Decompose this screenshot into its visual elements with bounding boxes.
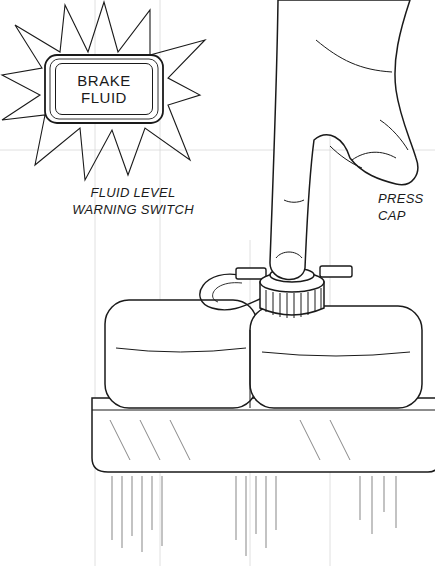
reservoir-chamber: [250, 306, 422, 408]
chamber-edge: [116, 348, 246, 352]
reservoir-chamber: [105, 300, 257, 408]
cap-tab: [320, 266, 352, 277]
lamp-text: BRAKE FLUID: [71, 72, 137, 106]
lamp-bezel-inner: [50, 59, 158, 119]
part-label: FLUID LEVEL WARNING SWITCH: [58, 184, 208, 218]
warning-lamp: BRAKE FLUID: [55, 63, 153, 115]
lamp-bezel: [45, 55, 163, 123]
cap-knurling: [266, 288, 321, 318]
finger-crease: [284, 200, 304, 202]
chamber-edge: [262, 352, 410, 356]
tether-strap: [213, 283, 242, 302]
reservoir-flange: [92, 398, 435, 472]
hand-shading: [316, 40, 392, 72]
part-label: PRESS CAP: [378, 190, 434, 224]
pressing-hand: [270, 0, 418, 279]
guide-line: [250, 240, 251, 566]
flange-edge: [92, 410, 435, 411]
finger-nail: [276, 252, 302, 258]
knuckle-line: [352, 152, 396, 160]
glow-burst: [2, 2, 205, 180]
shadow-hatching: [112, 476, 396, 556]
shadow-hatching: [110, 420, 350, 460]
chamber-divider: [250, 330, 251, 408]
knuckle-line: [380, 120, 408, 150]
cap-tab: [236, 268, 266, 279]
